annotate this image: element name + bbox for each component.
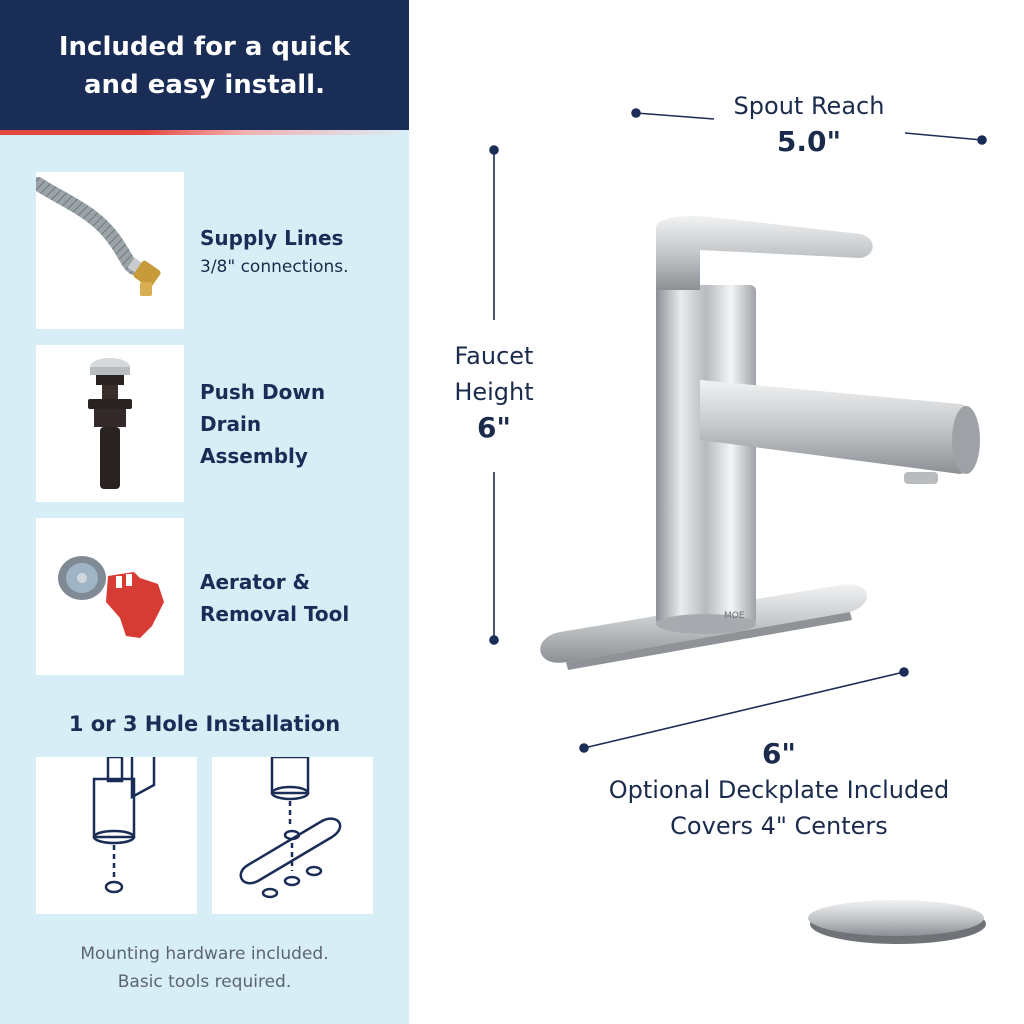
included-parts-panel: Included for a quick and easy install. S… — [0, 0, 409, 1024]
aerator-tool-icon — [58, 556, 164, 638]
aerator-tool-title-line2: Removal Tool — [200, 602, 350, 626]
header-title: Included for a quick and easy install. — [0, 28, 409, 104]
faucet-body — [656, 285, 756, 625]
deckplate-line1: Optional Deckplate Included — [608, 776, 950, 804]
brand-mark: MOE — [724, 611, 745, 621]
dimension-lines — [489, 108, 987, 753]
mounting-note-line2: Basic tools required. — [117, 972, 292, 992]
supply-lines-image — [31, 172, 184, 329]
drain-assembly-icon — [88, 358, 132, 489]
drain-assembly-text: Push Down Drain Assembly — [200, 376, 325, 472]
spout-reach-value: 5.0" — [776, 125, 842, 158]
aerator-tool-image — [36, 518, 184, 675]
supply-lines-text: Supply Lines 3/8" connections. — [200, 222, 349, 280]
deckplate-value: 6" — [761, 737, 797, 770]
header-title-line1: Included for a quick — [58, 32, 351, 62]
supply-lines-subtitle: 3/8" connections. — [200, 257, 349, 277]
supply-lines-title: Supply Lines — [200, 226, 344, 250]
drain-assembly-title-line1: Push Down — [200, 380, 326, 404]
mounting-note: Mounting hardware included. Basic tools … — [0, 940, 409, 996]
mounting-note-line1: Mounting hardware included. — [80, 944, 329, 964]
header-title-line2: and easy install. — [84, 70, 325, 100]
faucet-illustration: MOE — [489, 108, 987, 944]
faucet-handle — [656, 216, 873, 290]
aerator-tool-text: Aerator & Removal Tool — [200, 566, 349, 630]
header-accent-stripe — [0, 130, 409, 135]
one-hole-diagram — [36, 755, 197, 914]
faucet-height-label: Faucet Height 6" — [430, 338, 558, 446]
drain-assembly-title-line3: Assembly — [200, 444, 308, 468]
deckplate-line2: Covers 4" Centers — [670, 812, 888, 840]
faucet-spout — [700, 380, 978, 474]
three-hole-diagram-icon — [239, 755, 342, 899]
spout-reach-label: Spout Reach 5.0" — [700, 88, 918, 160]
drain-assembly-image — [36, 345, 184, 502]
drain-assembly-title-line2: Drain — [200, 412, 262, 436]
one-hole-diagram-icon — [92, 755, 156, 894]
deckplate-label: 6" Optional Deckplate Included Covers 4"… — [574, 736, 984, 844]
aerator-tool-title-line1: Aerator & — [200, 570, 310, 594]
faucet-height-name-line1: Faucet — [454, 342, 534, 370]
supply-line-hose-icon — [31, 177, 161, 296]
panel-header: Included for a quick and easy install. — [0, 0, 409, 130]
faucet-height-name-line2: Height — [454, 378, 534, 406]
faucet-height-value: 6" — [476, 411, 512, 444]
three-hole-diagram — [212, 755, 373, 914]
spout-reach-name: Spout Reach — [733, 92, 885, 120]
installation-title: 1 or 3 Hole Installation — [68, 712, 341, 736]
